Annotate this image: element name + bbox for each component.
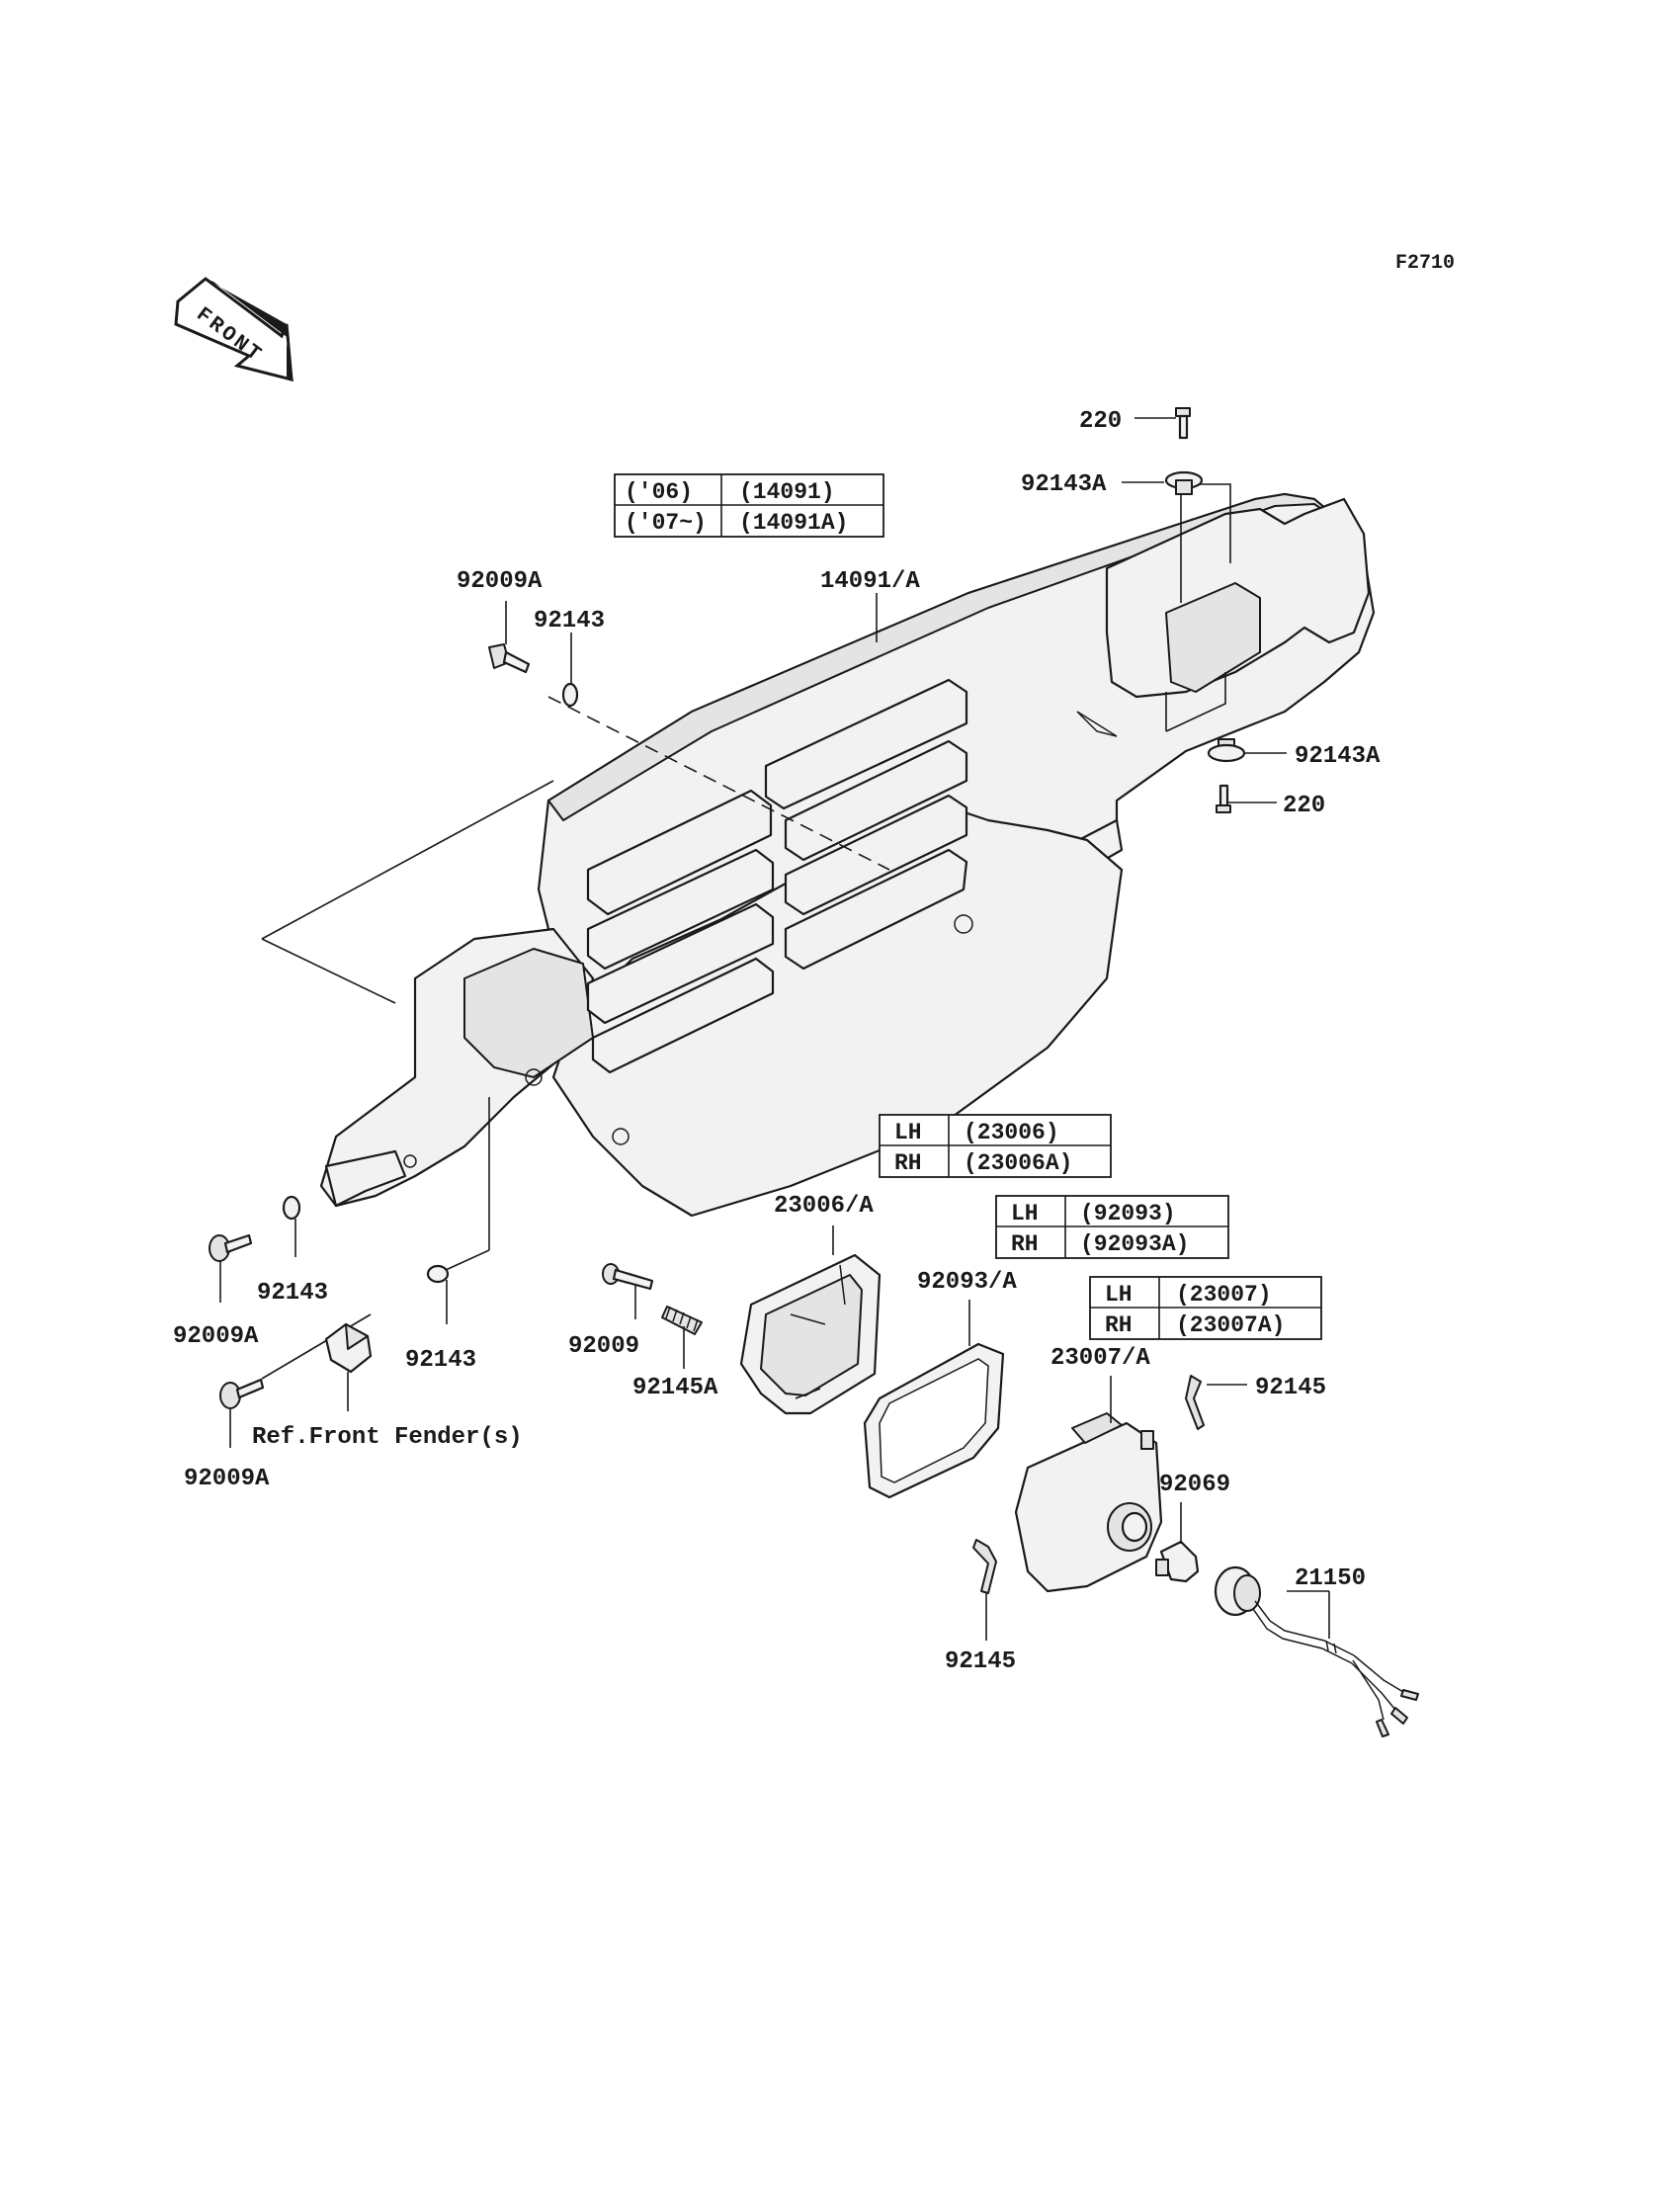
headlight-rim-23006a <box>739 1253 882 1415</box>
callout-21150: 21150 <box>1295 1565 1366 1592</box>
table-23006: LH (23006) RH (23006A) <box>879 1114 1112 1178</box>
socket-harness-21150 <box>1214 1565 1419 1737</box>
callout-23007a: 23007/A <box>1050 1345 1150 1372</box>
seal-92093a <box>863 1342 1005 1499</box>
assembly-lines <box>261 483 1231 1380</box>
table-23006-r0c1: (23006) <box>964 1120 1059 1145</box>
callout-92143a-top: 92143A <box>1021 471 1107 498</box>
callout-92145a: 92145A <box>632 1375 718 1401</box>
front-arrow-icon: FRONT <box>174 277 294 381</box>
grommet-92143a-right <box>1207 738 1246 763</box>
callout-92143-left: 92143 <box>257 1280 328 1307</box>
callout-14091a: 14091/A <box>820 568 920 595</box>
table-92093-r0c1: (92093) <box>1080 1201 1176 1226</box>
grommet-92143a-top <box>1164 470 1204 495</box>
callout-23006a: 23006/A <box>774 1193 874 1220</box>
front-cover-part <box>319 492 1376 1218</box>
callout-92009a-top: 92009A <box>457 568 543 595</box>
callout-92143-mid: 92143 <box>405 1347 476 1374</box>
washer-92143-top <box>561 682 579 708</box>
table-23006-r0c0: LH <box>894 1120 922 1145</box>
table-92093-r1c1: (92093A) <box>1080 1231 1189 1257</box>
callout-92093a: 92093/A <box>917 1269 1017 1296</box>
callout-92143-top: 92143 <box>534 608 605 634</box>
louvers-left <box>586 789 775 1074</box>
table-92093-r0c0: LH <box>1011 1201 1039 1226</box>
callout-220-right: 220 <box>1283 793 1325 819</box>
fender-bracket <box>324 1322 373 1374</box>
callout-92145-bottom: 92145 <box>945 1648 1016 1675</box>
leader-lines <box>219 417 1330 1641</box>
callout-92145-right: 92145 <box>1255 1375 1326 1401</box>
louvers-right <box>764 678 968 971</box>
bolt-92009a-top <box>488 643 531 674</box>
bolt-220-right <box>1216 784 1231 813</box>
table-23007-r0c1: (23007) <box>1176 1282 1272 1308</box>
table-23006-r1c1: (23006A) <box>964 1150 1072 1176</box>
ref-front-fender: Ref.Front Fender(s) <box>252 1424 523 1451</box>
bolt-92009 <box>602 1263 654 1291</box>
table-model-year-r1c0: ('07~) <box>625 510 707 536</box>
bolt-220-top <box>1175 407 1191 440</box>
callout-92009a-bottom: 92009A <box>184 1466 270 1492</box>
table-23007-r1c0: RH <box>1105 1312 1133 1338</box>
bulb-92069 <box>1155 1540 1200 1583</box>
callout-92143a-right: 92143A <box>1295 743 1381 770</box>
callout-92009a-left: 92009A <box>173 1323 259 1350</box>
table-23007-r1c1: (23007A) <box>1176 1312 1285 1338</box>
callout-92009: 92009 <box>568 1333 639 1360</box>
washer-92143-left <box>282 1195 301 1221</box>
headlight-unit-23007a <box>1014 1412 1163 1593</box>
table-model-year: ('06) (14091) ('07~) (14091A) <box>614 473 884 538</box>
table-model-year-r0c1: (14091) <box>739 479 835 505</box>
callout-220-top: 220 <box>1079 408 1122 435</box>
clip-92145-right <box>1185 1375 1205 1430</box>
table-model-year-r1c1: (14091A) <box>739 510 848 536</box>
spring-92145a <box>661 1306 703 1335</box>
clip-92145-bottom <box>972 1539 997 1594</box>
table-23006-r1c0: RH <box>894 1150 922 1176</box>
bolt-92009a-bottom <box>219 1378 265 1409</box>
callout-92069: 92069 <box>1159 1472 1230 1498</box>
figure-code: F2710 <box>1395 252 1455 275</box>
table-92093-r1c0: RH <box>1011 1231 1039 1257</box>
bolt-92009a-left <box>209 1233 253 1262</box>
washer-92143-mid <box>426 1264 450 1284</box>
table-92093: LH (92093) RH (92093A) <box>995 1195 1229 1259</box>
table-23007-r0c0: LH <box>1105 1282 1133 1308</box>
table-model-year-r0c0: ('06) <box>625 479 693 505</box>
table-23007: LH (23007) RH (23007A) <box>1089 1276 1322 1340</box>
